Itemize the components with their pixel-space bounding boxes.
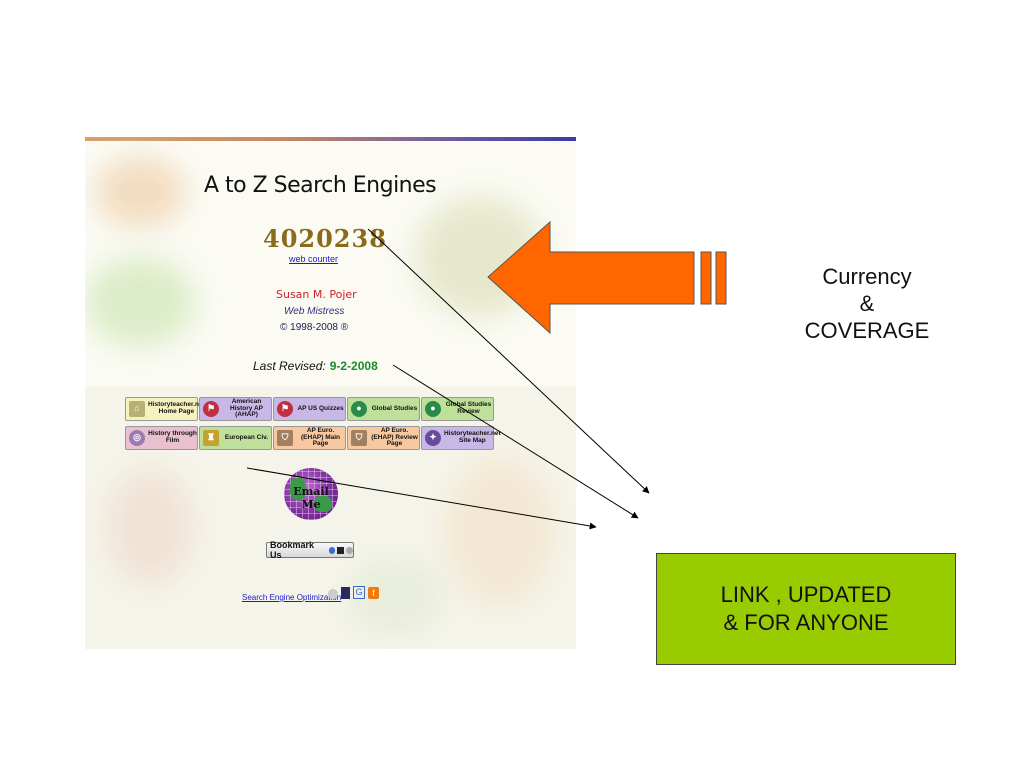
house-icon: ⌂ [129,401,145,417]
revised-date: 9-2-2008 [329,359,378,373]
shield-icon: ⛉ [277,430,293,446]
nav-button-home[interactable]: ⌂ Historyteacher.net Home Page [125,397,205,421]
map-blob [95,157,185,227]
web-counter-link[interactable]: web counter [289,254,339,264]
last-revised: Last Revised:9-2-2008 [253,359,378,373]
bookmark-us-button[interactable]: Bookmark Us [266,540,354,560]
seo-icons: G f [328,586,379,599]
nav-button-global-studies[interactable]: ● Global Studies [347,397,420,421]
nav-button-site-map[interactable]: ✦ Historyteacher.net Site Map [421,426,501,450]
nav-button-label: Historyteacher.net Site Map [444,430,501,444]
author-role: Web Mistress [284,306,345,317]
nav-button-label: American History AP (AHAP) [230,397,263,419]
currency-coverage-label: Currency & COVERAGE [783,263,951,344]
author-name: Susan M. Pojer [276,288,357,301]
nav-button-label: Global Studies Review [445,401,492,415]
nav-button-label: AP Euro. (EHAP) Main Page [301,426,340,448]
left-arrow-icon [487,220,727,335]
gear-icon [328,589,338,599]
website-screenshot: A to Z Search Engines 4020238 web counte… [85,137,576,649]
shield-icon: ⛉ [351,430,367,446]
compass-icon: ✦ [425,430,441,446]
revised-label: Last Revised: [253,359,326,373]
map-blob [85,257,195,347]
top-color-bar [85,137,576,141]
nav-button-label: History through Film [148,430,197,444]
nav-button-european-civ[interactable]: ♜ European Civ. [199,426,272,450]
google-icon: G [353,586,365,599]
flag-icon: ⚑ [203,401,219,417]
nav-button-ahap[interactable]: ⚑ American History AP (AHAP) [199,397,272,421]
currency-line: Currency [822,264,912,289]
seo-link[interactable]: Search Engine Optimization [242,593,342,602]
copyright-text: © 1998-2008 ® [280,322,349,333]
nav-button-apus-quizzes[interactable]: ⚑ AP US Quizzes [273,397,346,421]
bookmark-label: Bookmark Us [270,540,315,560]
nav-button-global-review[interactable]: ● Global Studies Review [421,397,494,421]
nav-button-label: Historyteacher.net Home Page [148,401,205,415]
coverage-line: COVERAGE [804,318,930,343]
nav-button-label: Global Studies [371,404,418,412]
nav-button-label: AP US Quizzes [297,404,344,412]
email-me-text: Email Me [293,485,329,511]
film-reel-icon: ◎ [129,430,145,446]
bookmark-service-icon [328,546,336,554]
castle-icon: ♜ [203,430,219,446]
email-me-globe[interactable]: Email Me [284,468,338,520]
nav-button-ehap-review[interactable]: ⛉ AP Euro. (EHAP) Review Page [347,426,420,450]
nav-button-label: European Civ. [224,433,269,441]
bookmark-service-icon [346,546,353,554]
bookmark-icon [341,587,350,599]
link-updated-box: LINK , UPDATED & FOR ANYONE [656,553,956,665]
feed-icon: f [368,587,379,599]
flag-icon: ⚑ [277,401,293,417]
bookmark-service-icon [337,546,345,554]
ampersand-line: & [859,291,875,316]
nav-button-label: AP Euro. (EHAP) Review Page [371,426,418,448]
nav-button-film[interactable]: ◎ History through Film [125,426,198,450]
globe-icon: ● [425,401,441,417]
globe-icon: ● [351,401,367,417]
box-line-2: & FOR ANYONE [723,610,889,635]
nav-button-ehap-main[interactable]: ⛉ AP Euro. (EHAP) Main Page [273,426,346,450]
box-line-1: LINK , UPDATED [720,582,892,607]
page-title: A to Z Search Engines [204,173,437,198]
hit-counter: 4020238 [263,224,387,253]
